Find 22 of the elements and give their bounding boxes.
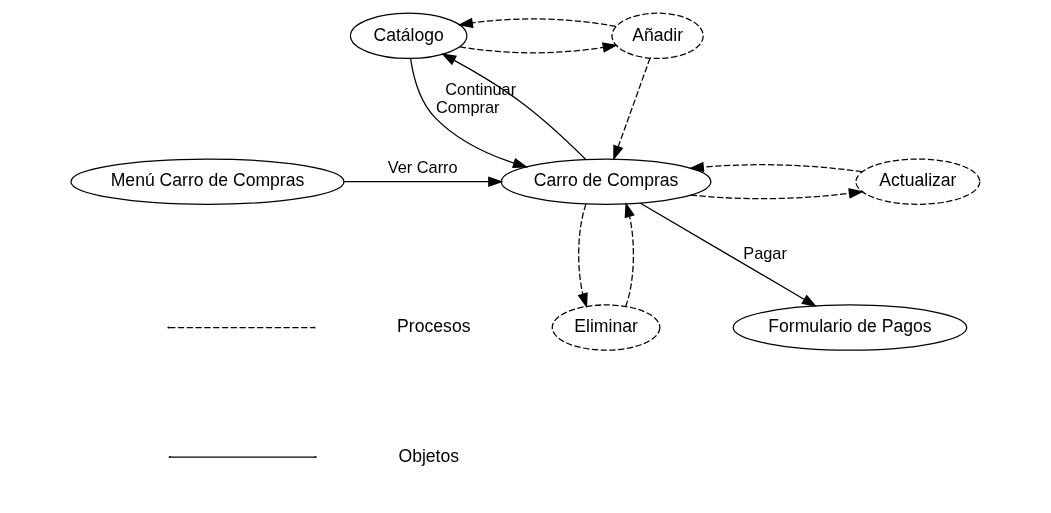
node-ellipse: Actualizar bbox=[855, 158, 981, 205]
node-ellipse: Catálogo bbox=[349, 12, 468, 60]
arrow bbox=[577, 203, 588, 309]
edge-label: Pagar bbox=[743, 243, 787, 262]
node-ellipse: Formulario de Pagos bbox=[732, 304, 968, 351]
node-ellipse: Eliminar bbox=[551, 304, 661, 351]
node-ellipse: Añadir bbox=[611, 12, 704, 60]
arrow bbox=[441, 53, 587, 160]
node-ellipse: Menú Carro de Compras bbox=[70, 158, 345, 205]
edge-label: Ver Carro bbox=[387, 158, 458, 177]
legend-label: Objetos bbox=[398, 445, 460, 466]
arrow bbox=[409, 57, 529, 169]
arrow bbox=[613, 57, 651, 161]
arrow bbox=[624, 202, 635, 308]
edge-label: Comprar bbox=[436, 98, 500, 117]
arrow bbox=[457, 17, 617, 29]
legend-label: Procesos bbox=[397, 316, 471, 337]
arrow bbox=[459, 42, 618, 54]
arrow bbox=[343, 176, 504, 187]
arrow bbox=[688, 161, 863, 173]
arrow bbox=[639, 202, 817, 307]
arrow bbox=[690, 188, 864, 200]
